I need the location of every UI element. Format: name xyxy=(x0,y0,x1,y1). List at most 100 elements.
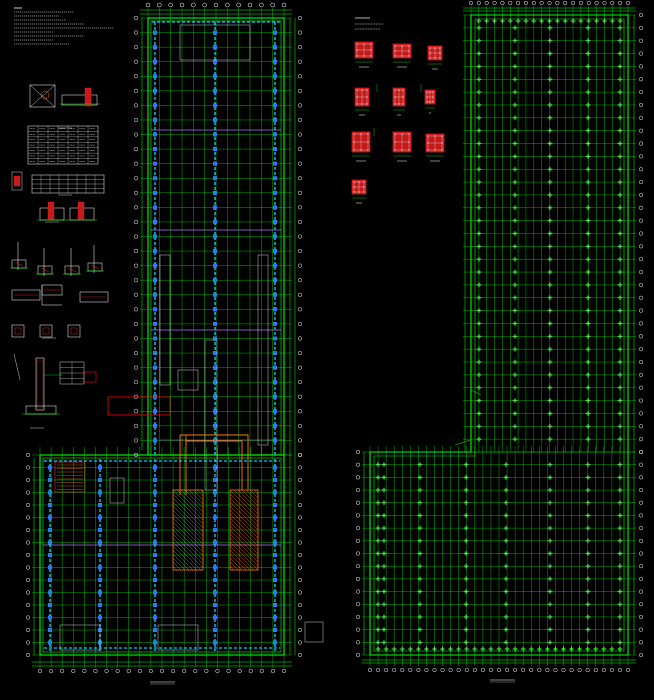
pile-circle xyxy=(513,129,517,133)
column-pad xyxy=(273,321,277,326)
column-pad xyxy=(213,553,217,557)
rebar-dot xyxy=(367,149,369,151)
trench-outline xyxy=(179,434,249,495)
pile-circle xyxy=(418,539,422,543)
rebar-dot xyxy=(358,191,360,193)
pit-hatch xyxy=(196,489,204,497)
pile-circle xyxy=(540,19,544,23)
pile-circle xyxy=(513,64,517,69)
axis-bubble-right xyxy=(297,602,303,608)
pile-circle xyxy=(513,296,517,300)
pile-circle xyxy=(477,154,481,159)
axis-bubble-right xyxy=(297,132,303,137)
axis-bubble-top xyxy=(281,2,287,8)
pile-circle xyxy=(477,437,481,441)
column-pad xyxy=(153,590,157,595)
axis-bubble-top xyxy=(157,2,162,8)
pile-circle xyxy=(504,526,508,530)
rebar-line xyxy=(14,261,24,267)
axis-bubble-right xyxy=(297,176,303,181)
pile-circle xyxy=(586,218,590,223)
axis-bubble-right xyxy=(297,249,303,254)
axis-bubble-left xyxy=(133,117,139,123)
pile-circle xyxy=(586,475,590,480)
rebar-dot xyxy=(426,91,428,93)
column-pad xyxy=(48,515,52,520)
rebar-dot xyxy=(363,55,365,57)
inner-wall xyxy=(373,18,625,652)
pile-circle xyxy=(464,602,468,606)
pile-circle xyxy=(586,602,590,606)
axis-bubble-left xyxy=(133,380,139,385)
wall-outline xyxy=(257,254,269,446)
axis-bubble-left xyxy=(355,488,361,493)
pit-hatch xyxy=(229,541,259,571)
pile-circle xyxy=(548,424,552,428)
axis-bubble-bottom xyxy=(513,667,518,673)
pile-circle xyxy=(586,373,590,377)
column-pad xyxy=(213,578,217,582)
column-pad xyxy=(213,307,217,312)
pile-circle xyxy=(586,627,590,632)
pile-circle xyxy=(548,577,552,581)
rebar-dot xyxy=(432,96,434,98)
pit-hatch xyxy=(172,545,198,571)
axis-bubble-right xyxy=(638,25,644,30)
pile-circle xyxy=(504,539,508,543)
pit-hatch xyxy=(249,489,259,499)
axis-bubble-left xyxy=(25,602,31,608)
axis-bubble-left xyxy=(25,577,31,583)
pile-circle xyxy=(586,615,590,619)
pile-circle xyxy=(382,475,386,480)
pile-circle xyxy=(594,647,598,651)
column-pad xyxy=(153,640,157,645)
axis-bubble-right xyxy=(638,205,644,210)
axis-bubble-top xyxy=(618,0,623,6)
pile-circle xyxy=(382,564,386,568)
foundation-plan-left xyxy=(25,2,324,685)
pit-hatch xyxy=(180,489,204,513)
axis-bubble-left xyxy=(25,490,31,495)
pile-circle xyxy=(586,386,590,390)
pile-circle xyxy=(513,283,517,287)
pile-circle xyxy=(376,551,380,556)
axis-bubble-right xyxy=(297,394,303,399)
rebar-dot xyxy=(441,142,443,144)
pile-circle xyxy=(555,19,559,23)
column-pad xyxy=(273,234,277,239)
pit-hatch xyxy=(229,565,235,571)
column-pad xyxy=(213,438,217,443)
pile-circle xyxy=(618,501,622,505)
axis-bubble-bottom xyxy=(537,667,542,673)
column-pad xyxy=(153,409,157,414)
pile-circle xyxy=(586,257,590,261)
axis-bubble-bottom xyxy=(171,668,176,674)
axis-bubble-right xyxy=(638,90,644,95)
pile-circle xyxy=(504,640,508,644)
axis-bubble-right xyxy=(638,398,644,403)
axis-bubble-right xyxy=(638,218,644,223)
pile-circle xyxy=(464,513,468,518)
column-pad xyxy=(48,615,52,620)
rebar-dot xyxy=(360,149,362,151)
column-pad xyxy=(273,88,277,93)
axis-bubble-right xyxy=(638,334,644,339)
column-pad xyxy=(153,161,157,166)
pit-hatch xyxy=(192,489,204,501)
wall-outline xyxy=(159,254,171,386)
axis-bubble-bottom xyxy=(281,668,287,674)
pile-circle xyxy=(618,51,622,56)
pile-circle xyxy=(618,463,622,467)
pile-circle xyxy=(477,77,481,81)
pile-circle xyxy=(440,647,445,651)
pit-hatch xyxy=(172,517,204,549)
pile-circle xyxy=(602,647,606,651)
pile-circle xyxy=(464,615,468,619)
column-pad xyxy=(98,578,102,582)
column-section xyxy=(67,324,81,338)
rebar-dot xyxy=(402,89,404,91)
pit-hatch xyxy=(253,489,259,495)
pile-circle xyxy=(513,321,517,326)
pile-circle xyxy=(548,103,552,107)
pile-circle xyxy=(618,218,622,223)
